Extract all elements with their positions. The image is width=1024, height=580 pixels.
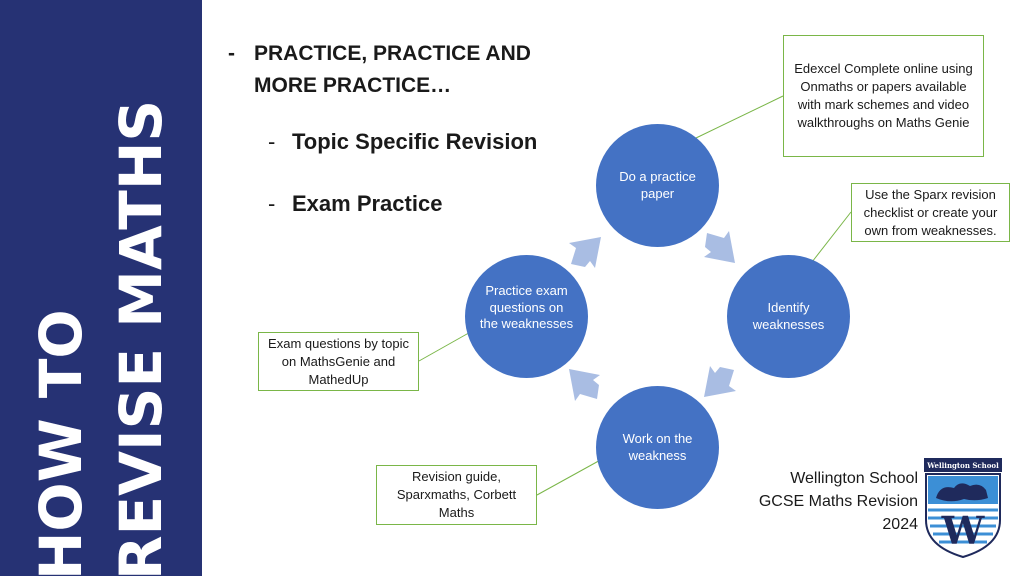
bullet-exam-text: Exam Practice (292, 191, 443, 216)
arrow-identify-to-work-icon (704, 366, 736, 397)
callout-edexcel: Edexcel Complete online using Onmaths or… (783, 35, 984, 157)
sparx-leader-line (811, 211, 852, 263)
footer-year: 2024 (882, 516, 918, 533)
cycle-node-identify-weaknesses: Identify weaknesses (727, 255, 850, 378)
callout-mathsgenie: Exam questions by topic on MathsGenie an… (258, 332, 419, 391)
footer-school-info: Wellington School GCSE Maths Revision 20… (700, 467, 918, 536)
arrow-work-to-practice-icon (569, 369, 600, 401)
school-crest-logo: Wellington School W (924, 458, 1002, 558)
bullet-dash: - (268, 191, 276, 216)
callout-sparx: Use the Sparx revision checklist or crea… (851, 183, 1010, 242)
crest-banner-text: Wellington School (926, 461, 999, 470)
edexcel-leader-line (695, 95, 784, 139)
callout-edexcel-text: Edexcel Complete online using Onmaths or… (794, 61, 973, 130)
cycle-node-work-on-weakness-label: Work on the weakness (622, 431, 693, 463)
cycle-node-practice-paper: Do a practice paper (596, 124, 719, 247)
callout-revision-guide-text: Revision guide, Sparxmaths, Corbett Math… (396, 469, 517, 520)
bullet-main-text: PRACTICE, PRACTICE AND MORE PRACTICE… (254, 42, 531, 97)
bullet-dash: - (268, 129, 276, 154)
bullet-topic: -Topic Specific Revision (268, 128, 537, 156)
sidebar: HOW TO REVISE MATHS (0, 0, 202, 580)
callout-mathsgenie-text: Exam questions by topic on MathsGenie an… (268, 335, 409, 387)
bullet-topic-text: Topic Specific Revision (292, 129, 538, 154)
bullet-dash: - (228, 42, 235, 65)
callout-revision-guide: Revision guide, Sparxmaths, Corbett Math… (376, 465, 537, 525)
cycle-node-practice-exam-questions-label: Practice exam questions on the weaknesse… (479, 283, 574, 331)
footer-school-name: Wellington School (790, 470, 918, 487)
cycle-node-work-on-weakness: Work on the weakness (596, 386, 719, 509)
crest-letter: W (941, 508, 986, 553)
cycle-node-practice-paper-label: Do a practice paper (619, 169, 696, 201)
bullet-exam: -Exam Practice (268, 190, 442, 218)
arrow-practice-to-paper-icon (569, 237, 601, 268)
callout-sparx-text: Use the Sparx revision checklist or crea… (863, 186, 998, 238)
guide-leader-line (536, 457, 605, 496)
footer-course: GCSE Maths Revision (758, 493, 918, 510)
cycle-node-practice-exam-questions: Practice exam questions on the weaknesse… (465, 255, 588, 378)
arrow-paper-to-identify-icon (704, 231, 735, 263)
cycle-node-identify-weaknesses-label: Identify weaknesses (752, 300, 825, 332)
mathsgenie-leader-line (418, 329, 475, 362)
